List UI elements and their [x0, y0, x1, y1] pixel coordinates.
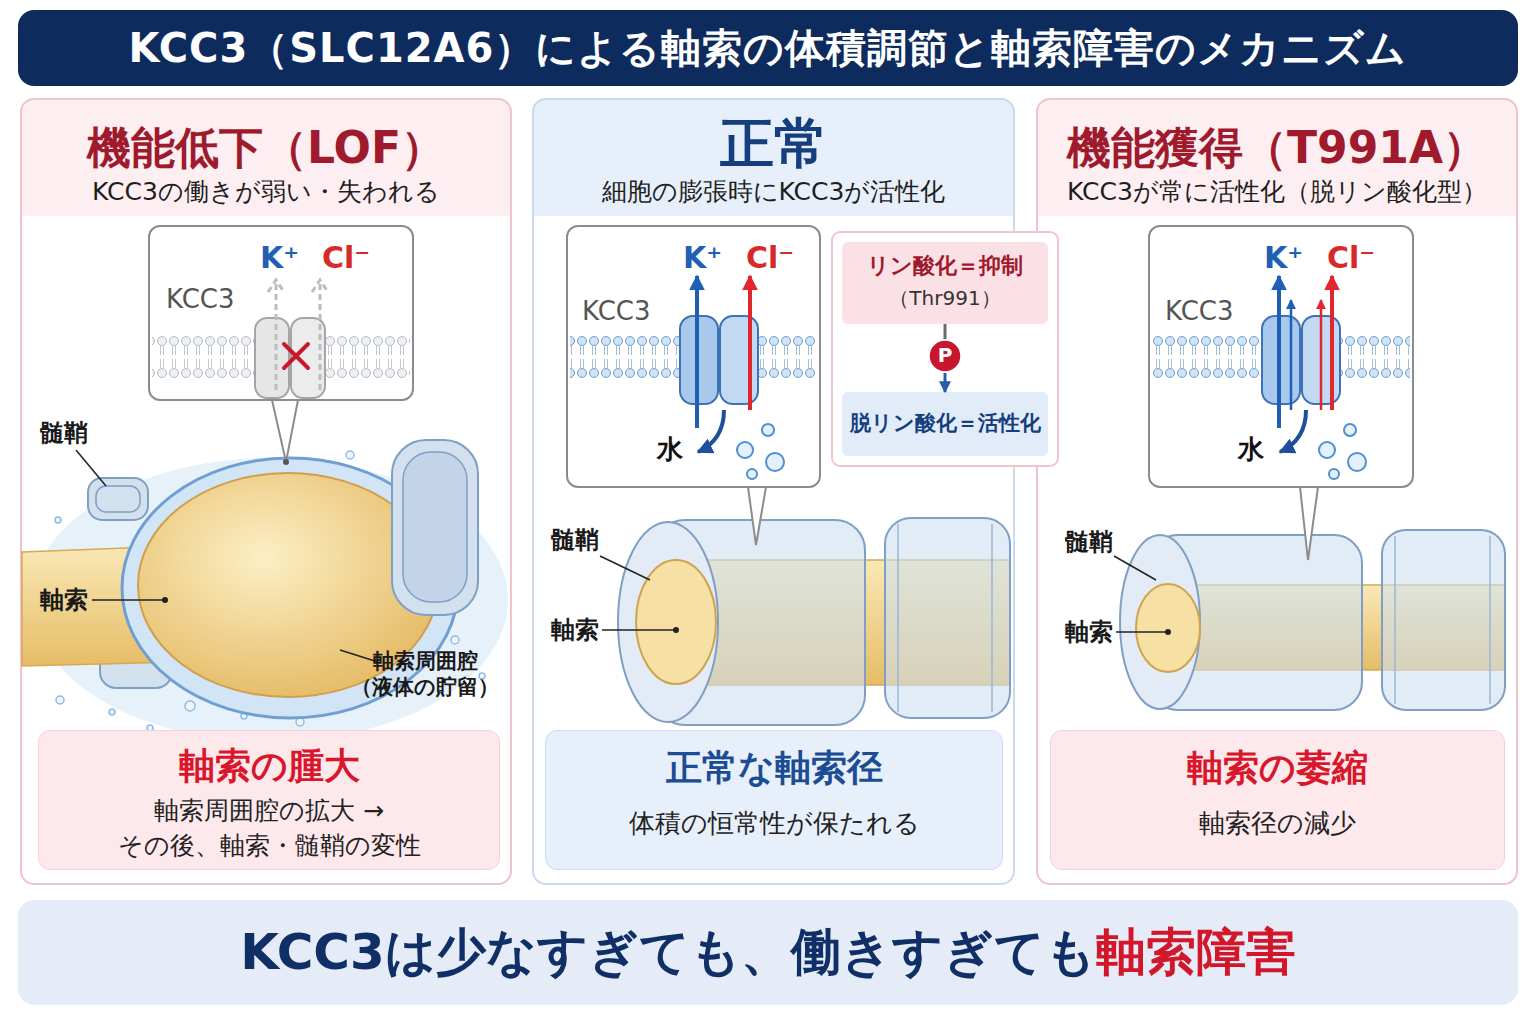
panel-heading: 機能低下（LOF）: [22, 120, 510, 175]
panel-subtitle: 細胞の膨張時にKCC3が活性化: [534, 176, 1013, 207]
phospho-inhibit-box: リン酸化＝抑制 （Thr991）: [842, 242, 1048, 324]
panel-heading: 正常: [534, 110, 1013, 178]
panel-subtitle: KCC3の働きが弱い・失われる: [22, 176, 510, 207]
callout-box: K⁺ Cl⁻ KCC3 水: [566, 225, 821, 488]
result-body: 軸索周囲腔の拡大 → その後、軸索・髄鞘の変性: [109, 793, 429, 863]
transporter-label: KCC3: [166, 283, 256, 316]
water-label: 水: [1238, 433, 1278, 466]
ion-label: K⁺: [1264, 239, 1308, 277]
conclusion-text: KCC3は少なすぎても、働きすぎても: [240, 919, 1096, 986]
water-label: 水: [657, 433, 697, 466]
panel-heading: 機能獲得（T991A）: [1038, 120, 1516, 175]
callout-box: K⁺ Cl⁻ KCC3 水: [1148, 225, 1414, 488]
part-label: 髄鞘: [40, 418, 100, 448]
phospho-active-box: 脱リン酸化＝活性化: [842, 392, 1048, 456]
panel-gof: 機能獲得（T991A）KCC3が常に活性化（脱リン酸化型） K⁺ Cl⁻ KCC3 水軸…: [1036, 98, 1518, 885]
bottom-banner: KCC3は少なすぎても、働きすぎても軸索障害: [18, 900, 1518, 1005]
title-text: KCC3（SLC12A6）による軸索の体積調節と軸索障害のメカニズム: [129, 21, 1408, 76]
ion-label: Cl⁻: [746, 239, 800, 277]
title-bar: KCC3（SLC12A6）による軸索の体積調節と軸索障害のメカニズム: [18, 10, 1518, 86]
transporter-label: KCC3: [582, 295, 672, 328]
ion-label: Cl⁻: [1327, 239, 1381, 277]
result-box: 正常な軸索径体積の恒常性が保たれる: [545, 730, 1003, 870]
part-label: 髄鞘: [551, 525, 611, 555]
dephospho-label: 脱リン酸化＝活性化: [842, 410, 1048, 436]
panel-normal: 正常細胞の膨張時にKCC3が活性化K⁺Cl⁻KCC3水リン酸化＝抑制（Thr99…: [532, 98, 1015, 885]
part-label: 軸索: [1065, 617, 1125, 647]
conclusion-emphasis: 軸索障害: [1096, 919, 1296, 986]
phospho-label: リン酸化＝抑制: [842, 252, 1048, 280]
part-label: 軸索周囲腔 （液体の貯留）: [345, 648, 505, 701]
transporter-label: KCC3: [1165, 295, 1255, 328]
phosphate-circle: P: [928, 339, 962, 373]
panel-lof: 機能低下（LOF）KCC3の働きが弱い・失われるK⁺Cl⁻KCC3軸索の腫大軸索…: [20, 98, 512, 885]
site-label: （Thr991）: [842, 286, 1048, 311]
ion-label: Cl⁻: [322, 239, 376, 277]
result-heading: 軸索の腫大: [39, 743, 499, 788]
part-label: 軸索: [40, 585, 100, 615]
part-label: 軸索: [551, 615, 611, 645]
part-label: 髄鞘: [1065, 527, 1125, 557]
circle-shape: [929, 340, 961, 372]
phosphate-label: P: [928, 343, 962, 368]
ion-label: K⁺: [260, 239, 304, 277]
result-heading: 正常な軸索径: [546, 745, 1002, 790]
result-body: 体積の恒常性が保たれる: [546, 807, 1002, 840]
result-box: 軸索の腫大軸索周囲腔の拡大 → その後、軸索・髄鞘の変性: [38, 730, 500, 870]
result-body: 軸索径の減少: [1051, 807, 1504, 840]
result-box: 軸索の萎縮軸索径の減少: [1050, 730, 1505, 870]
ion-label: K⁺: [683, 239, 727, 277]
callout-box: K⁺ Cl⁻ KCC3: [148, 225, 414, 401]
panel-subtitle: KCC3が常に活性化（脱リン酸化型）: [1038, 176, 1516, 207]
result-heading: 軸索の萎縮: [1051, 745, 1504, 790]
